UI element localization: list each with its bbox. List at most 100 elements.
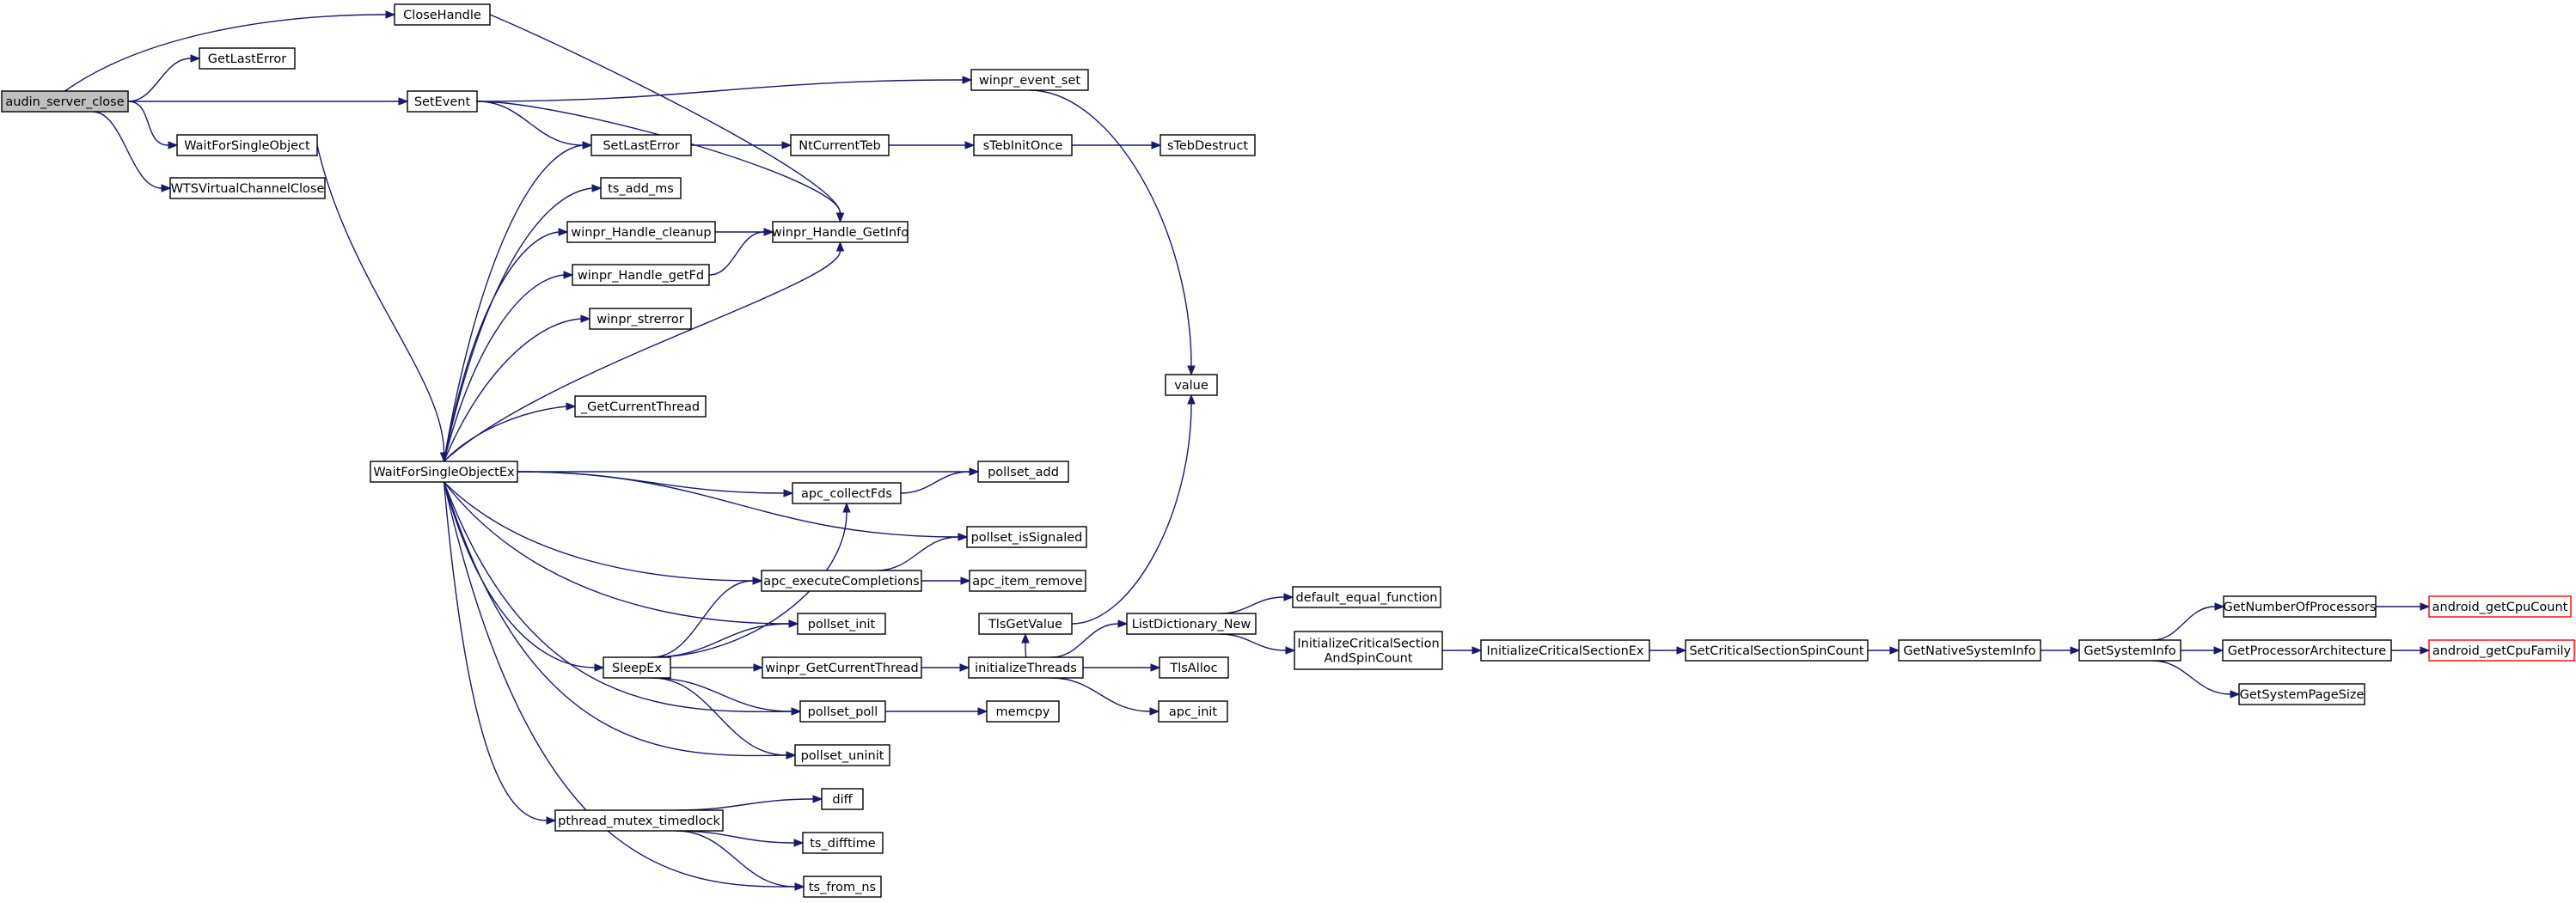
edge-ntcurrentteb-to-stebinitonce <box>888 141 976 149</box>
node-label: apc_collectFds <box>801 487 892 501</box>
node-winpr-handle-getinfo[interactable]: winpr_Handle_GetInfo <box>772 221 909 243</box>
node-box <box>970 69 1089 91</box>
edge-arrowhead <box>190 54 201 63</box>
node-setevent[interactable]: SetEvent <box>407 90 478 113</box>
edge-line <box>676 798 814 811</box>
node-box <box>986 700 1060 723</box>
edge-arrowhead <box>753 663 764 672</box>
node-tlsalloc[interactable]: TlsAlloc <box>1159 656 1229 679</box>
edge-line <box>652 623 790 658</box>
node-getsysteminfo[interactable]: GetSystemInfo <box>2078 639 2181 662</box>
node-setcriticalsectionspincount[interactable]: SetCriticalSectionSpinCount <box>1685 639 1869 662</box>
edge-line <box>443 481 596 668</box>
node-box <box>1292 586 1441 608</box>
edge-arrowhead <box>1021 632 1030 644</box>
edge-arrowhead <box>2214 602 2225 611</box>
node-label: AndSpinCount <box>1324 652 1412 666</box>
node-listdictionary-new[interactable]: ListDictionary_New <box>1126 613 1257 635</box>
node-setlasterror[interactable]: SetLastError <box>590 134 692 156</box>
edge-setevent-to-winpr-event-set <box>476 76 973 102</box>
node-box <box>802 832 884 854</box>
node-box <box>797 613 886 635</box>
edge-arrowhead <box>835 212 845 223</box>
node-wtsvirtualchannelclose[interactable]: WTSVirtualChannelClose <box>169 177 326 199</box>
node-ts-add-ms[interactable]: ts_add_ms <box>600 177 682 199</box>
node-value[interactable]: value <box>1165 374 1218 396</box>
node-getsystempagesize[interactable]: GetSystemPageSize <box>2238 683 2365 705</box>
node-apc-item-remove[interactable]: apc_item_remove <box>969 570 1086 592</box>
node-audin-server-close[interactable]: audin_server_close <box>1 90 129 113</box>
node-winpr-handle-cleanup[interactable]: winpr_Handle_cleanup <box>566 221 716 243</box>
node-ts-difftime[interactable]: ts_difftime <box>802 832 884 854</box>
node-tlsgetvalue[interactable]: TlsGetValue <box>978 613 1073 635</box>
edge-arrowhead <box>958 533 969 541</box>
edge-apc-collectfds-to-pollset-add <box>900 467 980 494</box>
node-getnumberofprocessors[interactable]: GetNumberOfProcessors <box>2223 595 2377 618</box>
node-winpr-event-set[interactable]: winpr_event_set <box>970 69 1089 91</box>
node-box <box>603 656 671 679</box>
edge-line <box>444 481 754 582</box>
node-getlasterror[interactable]: GetLastError <box>199 47 296 70</box>
node-winpr-strerror[interactable]: winpr_strerror <box>589 308 692 330</box>
node-pollset-issignaled[interactable]: pollset_isSignaled <box>966 526 1087 548</box>
node-waitforsingleobjectex[interactable]: WaitForSingleObjectEx <box>370 461 518 483</box>
node-winpr-handle-getfd[interactable]: winpr_Handle_getFd <box>572 264 710 286</box>
node-label: ListDictionary_New <box>1132 618 1251 631</box>
edge-waitforsingleobjectex-to-pthread-mutex-timedlock <box>443 481 557 825</box>
node-getnativesysteminfo[interactable]: GetNativeSystemInfo <box>1898 639 2041 662</box>
node-stebdestruct[interactable]: sTebDestruct <box>1160 134 1256 156</box>
node-winpr-getcurrentthread[interactable]: winpr_GetCurrentThread <box>762 656 922 679</box>
node-box <box>799 700 886 723</box>
edge-arrowhead <box>794 882 805 891</box>
node-apc-init[interactable]: apc_init <box>1158 700 1228 723</box>
node-getprocessorarchitecture[interactable]: GetProcessorArchitecture <box>2222 639 2392 662</box>
node-box <box>1165 374 1218 396</box>
node-apc-executecompletions[interactable]: apc_executeCompletions <box>761 570 922 592</box>
node-android-getcpufamily[interactable]: android_getCpuFamily <box>2428 639 2575 662</box>
edge-audin-server-close-to-setevent <box>128 97 409 106</box>
node-box <box>973 134 1073 156</box>
node-pollset-poll[interactable]: pollset_poll <box>799 700 886 723</box>
edge-arrowhead <box>594 663 605 672</box>
node-waitforsingleobject[interactable]: WaitForSingleObject <box>176 134 318 156</box>
node-label: WaitForSingleObject <box>184 139 310 153</box>
edge-audin-server-close-to-waitforsingleobject <box>127 101 179 149</box>
node-label: WTSVirtualChannelClose <box>171 182 325 196</box>
node--getcurrentthread[interactable]: _GetCurrentThread <box>574 395 707 418</box>
node-box <box>566 221 716 243</box>
node-ntcurrentteb[interactable]: NtCurrentTeb <box>790 134 890 156</box>
node-diff[interactable]: diff <box>821 788 864 810</box>
node-label: ts_add_ms <box>608 182 674 196</box>
node-stebinitonce[interactable]: sTebInitOnce <box>973 134 1073 156</box>
node-initializethreads[interactable]: initializeThreads <box>968 656 1084 679</box>
edge-arrowhead <box>558 228 569 236</box>
node-memcpy[interactable]: memcpy <box>986 700 1060 723</box>
node-pollset-add[interactable]: pollset_add <box>977 461 1069 483</box>
node-sleepex[interactable]: SleepEx <box>603 656 671 679</box>
edge-arrowhead <box>964 141 976 149</box>
node-android-getcpucount[interactable]: android_getCpuCount <box>2428 595 2572 618</box>
node-pollset-uninit[interactable]: pollset_uninit <box>794 744 890 766</box>
node-label: InitializeCriticalSection <box>1297 638 1439 651</box>
node-label: initializeThreads <box>975 662 1077 675</box>
edge-arrowhead <box>835 241 845 252</box>
edge-line <box>1071 403 1192 625</box>
edge-arrowhead <box>2230 690 2241 699</box>
node-initializecriticalsectionex[interactable]: InitializeCriticalSectionEx <box>1480 639 1650 662</box>
node-label: SetLastError <box>603 139 679 153</box>
edge-waitforsingleobjectex-to--getcurrentthread <box>443 402 577 462</box>
node-pollset-init[interactable]: pollset_init <box>797 613 886 635</box>
node-default-equal-function[interactable]: default_equal_function <box>1292 586 1441 608</box>
node-apc-collectfds[interactable]: apc_collectFds <box>792 482 902 504</box>
node-box <box>2078 639 2181 662</box>
node-ts-from-ns[interactable]: ts_from_ns <box>803 876 882 898</box>
node-box <box>1126 613 1257 635</box>
node-box <box>574 395 707 418</box>
node-pthread-mutex-timedlock[interactable]: pthread_mutex_timedlock <box>554 809 724 832</box>
node-box <box>2428 639 2575 662</box>
edge-apc-executecompletions-to-apc-item-remove <box>921 577 971 585</box>
edge-line <box>1050 677 1151 712</box>
node-closehandle[interactable]: CloseHandle <box>394 3 491 26</box>
